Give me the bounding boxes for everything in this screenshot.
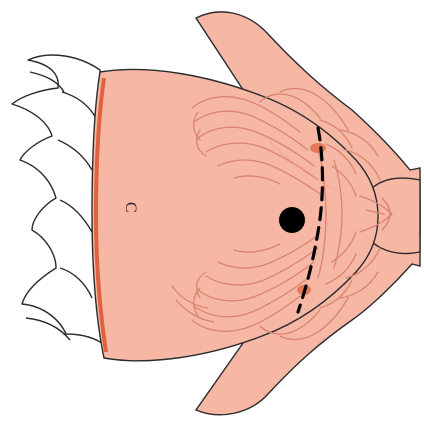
upper-incision-mark bbox=[310, 143, 326, 153]
navel-label: C bbox=[122, 202, 139, 213]
marker-dot bbox=[279, 207, 305, 233]
